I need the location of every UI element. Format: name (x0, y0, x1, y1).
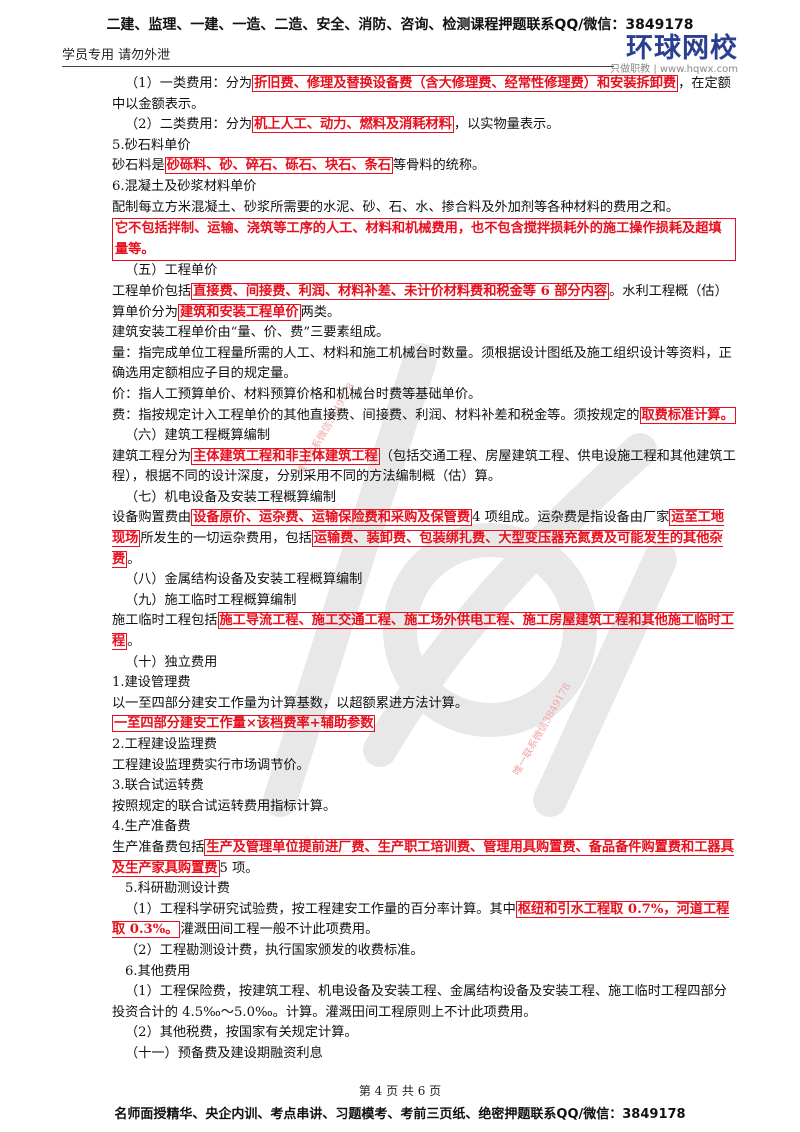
section-heading: 4.生产准备费 (112, 819, 191, 835)
highlight: 取费标准计算。 (639, 406, 736, 424)
text: 两类。 (300, 304, 341, 320)
section-heading: 2.工程建设监理费 (112, 737, 217, 752)
paragraph: 生产准备费包括生产及管理单位提前进厂费、生产职工培训费、管理用具购置费、备品备件… (112, 838, 736, 879)
highlight: 生产及管理单位提前进厂费、生产职工培训费、管理用具购置费、备品备件购置费和工器具… (112, 838, 734, 877)
bottom-banner: 名师面授精华、央企内训、考点串讲、习题模考、考前三页纸、绝密押题联系QQ/微信：… (114, 1107, 686, 1122)
text: 施工临时工程包括 (112, 613, 218, 629)
logo-text: 环球网校 (626, 33, 738, 64)
paragraph: 建筑工程分为主体建筑工程和非主体建筑工程（包括交通工程、房屋建筑工程、供电设施工… (112, 447, 736, 488)
text: 生产准备费包括 (112, 839, 205, 855)
text: 4 项组成。运杂费是指设备由厂家 (472, 510, 670, 526)
highlight: 主体建筑工程和非主体建筑工程 (191, 447, 380, 465)
highlight: 机上人工、动力、燃料及消耗材料 (252, 116, 454, 134)
text: 。水利工程概（估）算单价分为 (112, 283, 728, 320)
paragraph: 砂石料是砂砾料、砂、碎石、砾石、块石、条石等骨料的统称。 (112, 156, 736, 177)
page-number: 第 4 页 共 6 页 (358, 1084, 442, 1098)
text: 。 (127, 634, 141, 650)
text: 建筑工程分为 (112, 448, 192, 464)
highlight: 运输费、装卸费、包装绑扎费、大型变压器充氮费及可能发生的其他杂费 (112, 530, 723, 568)
section-heading: 1.建设管理费 (112, 675, 191, 691)
paragraph: 按照规定的联合试运转费用指标计算。 (112, 798, 337, 814)
text: 费：指按规定计入工程单价的其他直接费、间接费、利润、材料补差和税金等。须按规定的 (112, 407, 640, 423)
document-body: （1）一类费用：分为折旧费、修理及替换设备费（含大修理费、经常性修理费）和安装拆… (112, 74, 736, 1065)
text: 砂石料是 (112, 158, 165, 174)
highlight: 建筑和安装工程单价 (177, 303, 301, 321)
section-heading: 6.混凝土及砂浆材料单价 (112, 178, 257, 194)
highlight: 枢纽和引水工程取 0.7%，河道工程取 0.3%。 (112, 900, 730, 939)
paragraph: 量：指完成单位工程量所需的人工、材料和施工机械台时数量。须根据设计图纸及施工组织… (112, 345, 732, 382)
text: （1）工程科学研究试验费，按工程建安工作量的百分率计算。其中 (125, 901, 516, 917)
paragraph: 工程建设监理费实行市场调节价。 (112, 757, 310, 773)
paragraph: （2）二类费用：分为机上人工、动力、燃料及消耗材料，以实物量表示。 (112, 115, 736, 136)
paragraph: （2）工程勘测设计费，执行国家颁发的收费标准。 (125, 942, 424, 958)
highlight: 砂砾料、砂、碎石、砾石、块石、条石 (164, 157, 393, 175)
section-heading: （十）独立费用 (125, 654, 218, 670)
confidential-note: 学员专用 请勿外泄 (62, 48, 171, 63)
text: 工程单价包括 (112, 283, 192, 299)
section-heading: （八）金属结构设备及安装工程概算编制 (125, 572, 363, 588)
brand-logo: 环球网校 只做职教 | www.hqwx.com (610, 34, 738, 76)
text: （2）二类费用：分为 (125, 117, 253, 133)
text: 设备购置费由 (112, 510, 192, 526)
text: 灌溉田间工程一般不计此项费用。 (180, 922, 379, 938)
text: ，以实物量表示。 (453, 117, 560, 133)
text: 5 项。 (219, 860, 259, 876)
logo-slogan: 只做职教 | www.hqwx.com (610, 64, 738, 75)
paragraph: （2）其他税费，按国家有关规定计算。 (125, 1025, 358, 1041)
paragraph: 工程单价包括直接费、间接费、利润、材料补差、未计价材料费和税金等 6 部分内容。… (112, 282, 736, 323)
text: （1）一类费用：分为 (125, 76, 253, 91)
paragraph: 价：指人工预算单价、材料预算价格和机械台时费等基础单价。 (112, 386, 482, 402)
section-heading: （五）工程单价 (125, 263, 218, 279)
section-heading: （七）机电设备及安装工程概算编制 (125, 489, 336, 505)
paragraph: 一至四部分建安工作量×该档费率+辅助参数 (112, 714, 736, 735)
section-heading: 3.联合试运转费 (112, 778, 204, 794)
text: （包括交通工程、房屋建筑工程、供电设施工程和其他建筑工程），根据不同的设计深度，… (112, 448, 736, 485)
section-heading: （十一）预备费及建设期融资利息 (125, 1045, 323, 1061)
paragraph: 费：指按规定计入工程单价的其他直接费、间接费、利润、材料补差和税金等。须按规定的… (112, 406, 736, 427)
section-heading: 5.科研勘测设计费 (125, 881, 230, 897)
text: 所发生的一切运杂费用，包括 (140, 531, 312, 547)
header-divider (62, 66, 614, 67)
paragraph: 施工临时工程包括施工导流工程、施工交通工程、施工场外供电工程、施工房屋建筑工程和… (112, 611, 736, 652)
paragraph: （1）一类费用：分为折旧费、修理及替换设备费（含大修理费、经常性修理费）和安装拆… (112, 74, 736, 115)
paragraph: 配制每立方米混凝土、砂浆所需要的水泥、砂、石、水、掺合料及外加剂等各种材料的费用… (112, 199, 680, 215)
paragraph: （1）工程保险费，按建筑工程、机电设备及安装工程、金属结构设备及安装工程、施工临… (112, 984, 727, 1020)
highlight-block: 它不包括拌制、运输、浇筑等工序的人工、材料和机械费用，也不包含搅拌损耗外的施工操… (112, 218, 736, 262)
highlight: 施工导流工程、施工交通工程、施工场外供电工程、施工房屋建筑工程和其他施工临时工程 (112, 612, 734, 651)
section-heading: 5.砂石料单价 (112, 137, 191, 153)
section-heading: （六）建筑工程概算编制 (125, 428, 271, 444)
text: 等骨料的统称。 (392, 158, 486, 174)
highlight: 一至四部分建安工作量×该档费率+辅助参数 (112, 715, 376, 733)
highlight: 运至工地现场 (112, 509, 725, 548)
highlight: 直接费、间接费、利润、材料补差、未计价材料费和税金等 6 部分内容 (191, 282, 610, 300)
highlight: 设备原价、运杂费、运输保险费和采购及保管费 (191, 509, 473, 527)
text: 。 (127, 551, 141, 567)
top-banner: 二建、监理、一建、一造、二造、安全、消防、咨询、检测课程押题联系QQ/微信：38… (106, 17, 694, 33)
text: ，在定额中以金额表示。 (112, 76, 731, 112)
section-heading: （九）施工临时工程概算编制 (125, 592, 297, 608)
highlight: 折旧费、修理及替换设备费（含大修理费、经常性修理费）和安装拆卸费 (252, 75, 679, 92)
section-heading: 6.其他费用 (125, 963, 191, 979)
paragraph: 以一至四部分建安工作量为计算基数，以超额累进方法计算。 (112, 695, 469, 711)
paragraph: 建筑安装工程单价由“量、价、费”三要素组成。 (112, 325, 390, 341)
paragraph: （1）工程科学研究试验费，按工程建安工作量的百分率计算。其中枢纽和引水工程取 0… (112, 900, 736, 941)
